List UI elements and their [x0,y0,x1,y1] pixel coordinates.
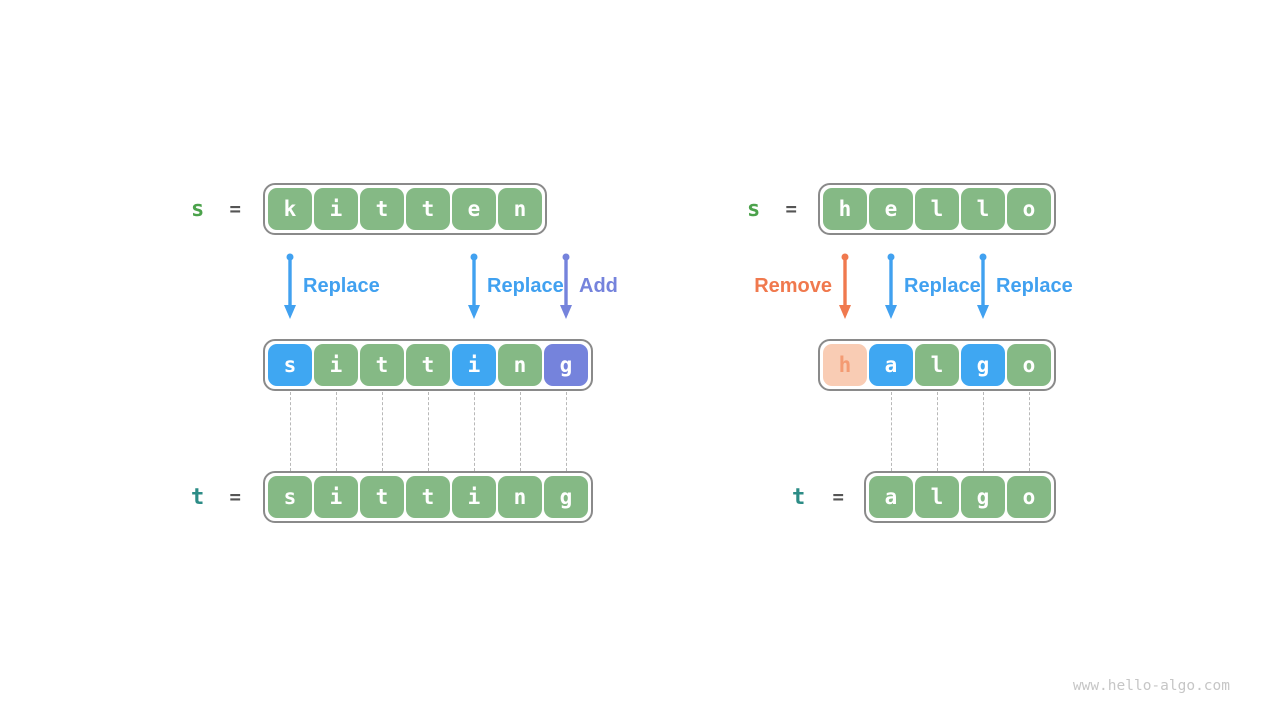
char-cell: g [544,344,588,386]
char-cell: g [961,344,1005,386]
char-cell: g [961,476,1005,518]
target-var-label: t= [792,483,844,511]
mapping-dashed-line [891,392,892,471]
char-cell: h [823,188,867,230]
mapping-dashed-line [474,392,475,471]
variable-name: t [191,484,205,510]
char-cell: i [314,188,358,230]
replace-arrow-icon [883,253,899,320]
operation-label: Replace [996,275,1073,297]
char-cell: e [869,188,913,230]
mapping-dashed-line [983,392,984,471]
char-cell: l [915,344,959,386]
char-cell: i [314,344,358,386]
char-cell: l [961,188,1005,230]
char-cell: e [452,188,496,230]
equals-sign: = [832,486,844,508]
char-cell: a [869,476,913,518]
equals-sign: = [785,198,797,220]
char-cell: i [452,476,496,518]
char-cell: h [823,344,867,386]
char-cell: i [452,344,496,386]
source-var-label: s= [747,195,797,223]
target-var-label: t= [191,483,241,511]
watermark-text: www.hello-algo.com [1072,678,1230,694]
char-cell: t [406,476,450,518]
char-cell: s [268,476,312,518]
char-cell: t [406,188,450,230]
char-cell: t [360,188,404,230]
operation-label: Add [579,275,618,297]
char-cell: i [314,476,358,518]
mapping-dashed-line [382,392,383,471]
source-var-label: s= [191,195,241,223]
variable-name: s [747,196,761,222]
char-cell: n [498,476,542,518]
mapping-dashed-line [336,392,337,471]
char-cell: l [915,476,959,518]
add-arrow-icon [558,253,574,320]
char-cell: o [1007,188,1051,230]
replace-arrow-icon [975,253,991,320]
operation-label: Replace [904,275,981,297]
mapping-dashed-line [1029,392,1030,471]
operation-label: Replace [487,275,564,297]
char-cell: l [915,188,959,230]
remove-arrow-icon [837,253,853,320]
char-cell: s [268,344,312,386]
mapping-dashed-line [520,392,521,471]
char-cell: o [1007,476,1051,518]
variable-name: s [191,196,205,222]
char-cell: t [360,344,404,386]
char-cell: g [544,476,588,518]
mapping-dashed-line [428,392,429,471]
replace-arrow-icon [466,253,482,320]
operation-label: Replace [303,275,380,297]
mapping-dashed-line [290,392,291,471]
char-cell: n [498,188,542,230]
char-cell: o [1007,344,1051,386]
mapping-dashed-line [566,392,567,471]
char-cell: t [360,476,404,518]
replace-arrow-icon [282,253,298,320]
equals-sign: = [229,198,241,220]
variable-name: t [792,484,806,510]
operation-label: Remove [754,275,832,297]
char-cell: n [498,344,542,386]
equals-sign: = [229,486,241,508]
char-cell: k [268,188,312,230]
char-cell: t [406,344,450,386]
char-cell: a [869,344,913,386]
mapping-dashed-line [937,392,938,471]
